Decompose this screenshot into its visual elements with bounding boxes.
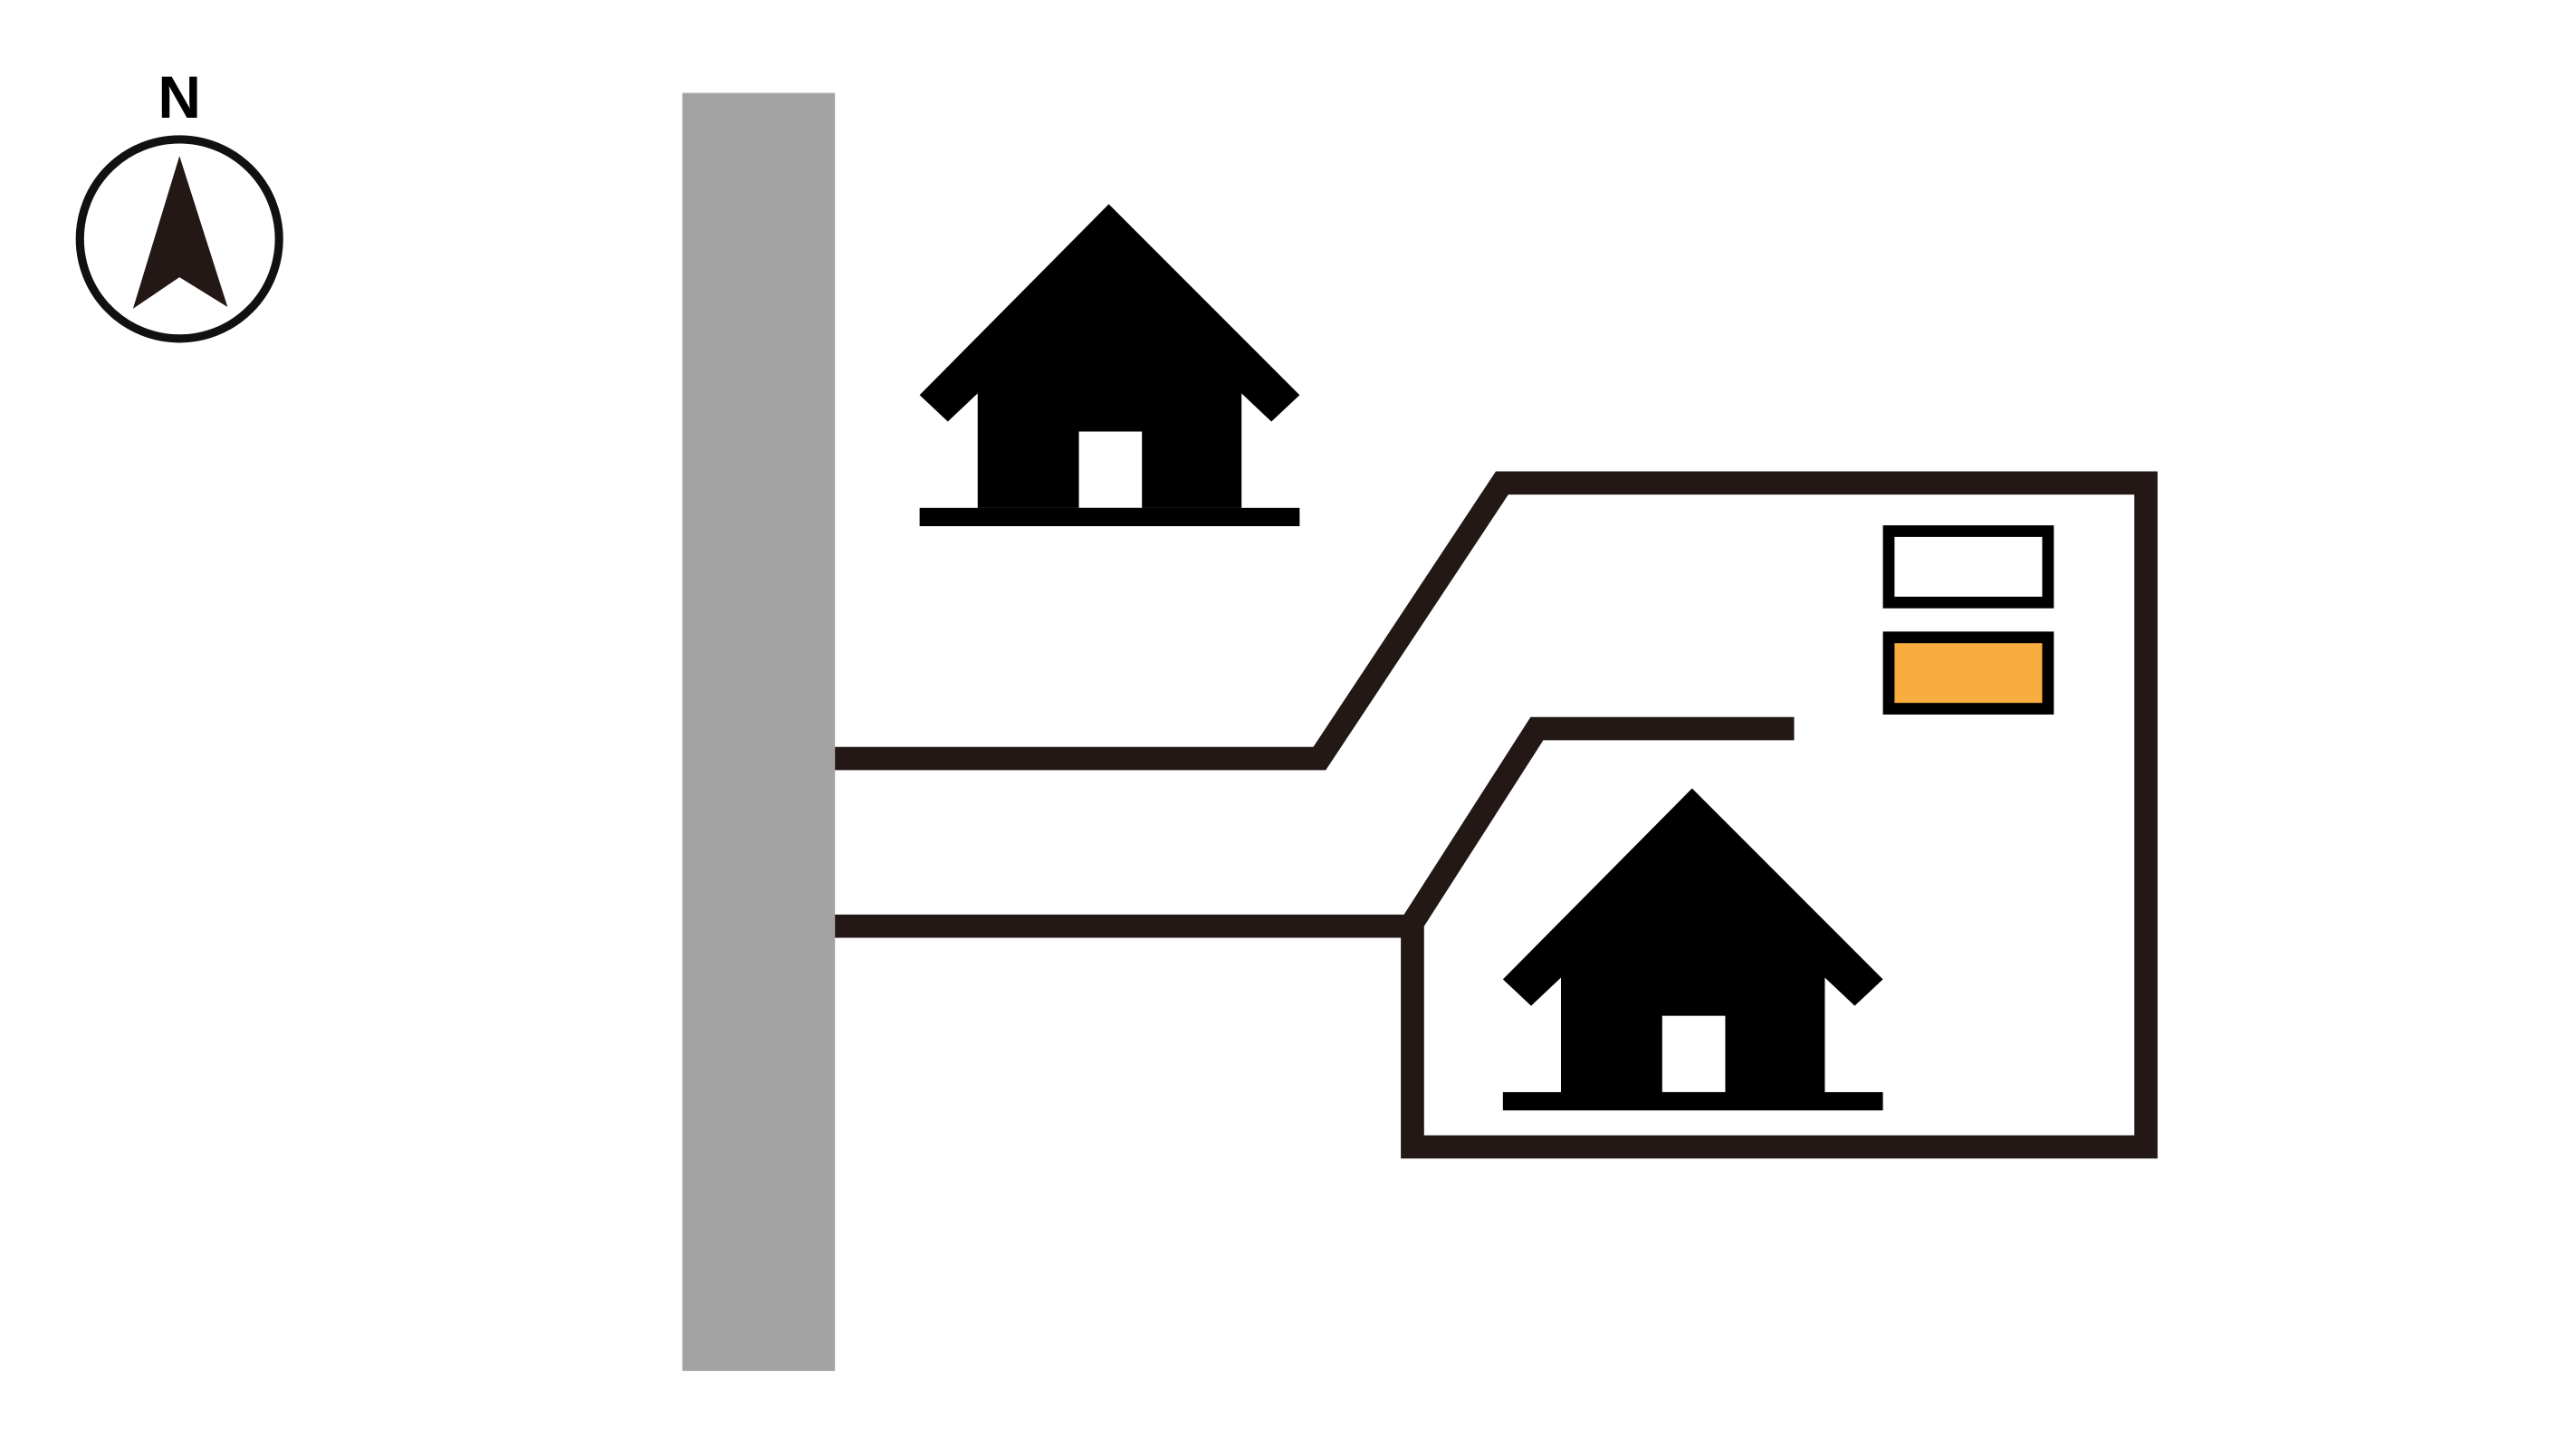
site-boundary-path: [835, 471, 2158, 1159]
main-road: [682, 92, 836, 1371]
compass-ring: [75, 135, 283, 343]
legend-box-white: [1882, 525, 2054, 609]
legend-box-orange: [1882, 631, 2054, 715]
north-compass: N: [75, 63, 283, 343]
inner-path: [1403, 716, 1795, 929]
north-arrow-icon: [132, 156, 228, 309]
house-icon: [919, 204, 1300, 526]
house-door: [1661, 1015, 1726, 1092]
north-label: N: [158, 63, 201, 130]
house-door: [1078, 431, 1143, 508]
house-icon: [1502, 788, 1883, 1111]
house-ground-line: [1502, 1091, 1883, 1111]
house-ground-line: [919, 507, 1300, 526]
